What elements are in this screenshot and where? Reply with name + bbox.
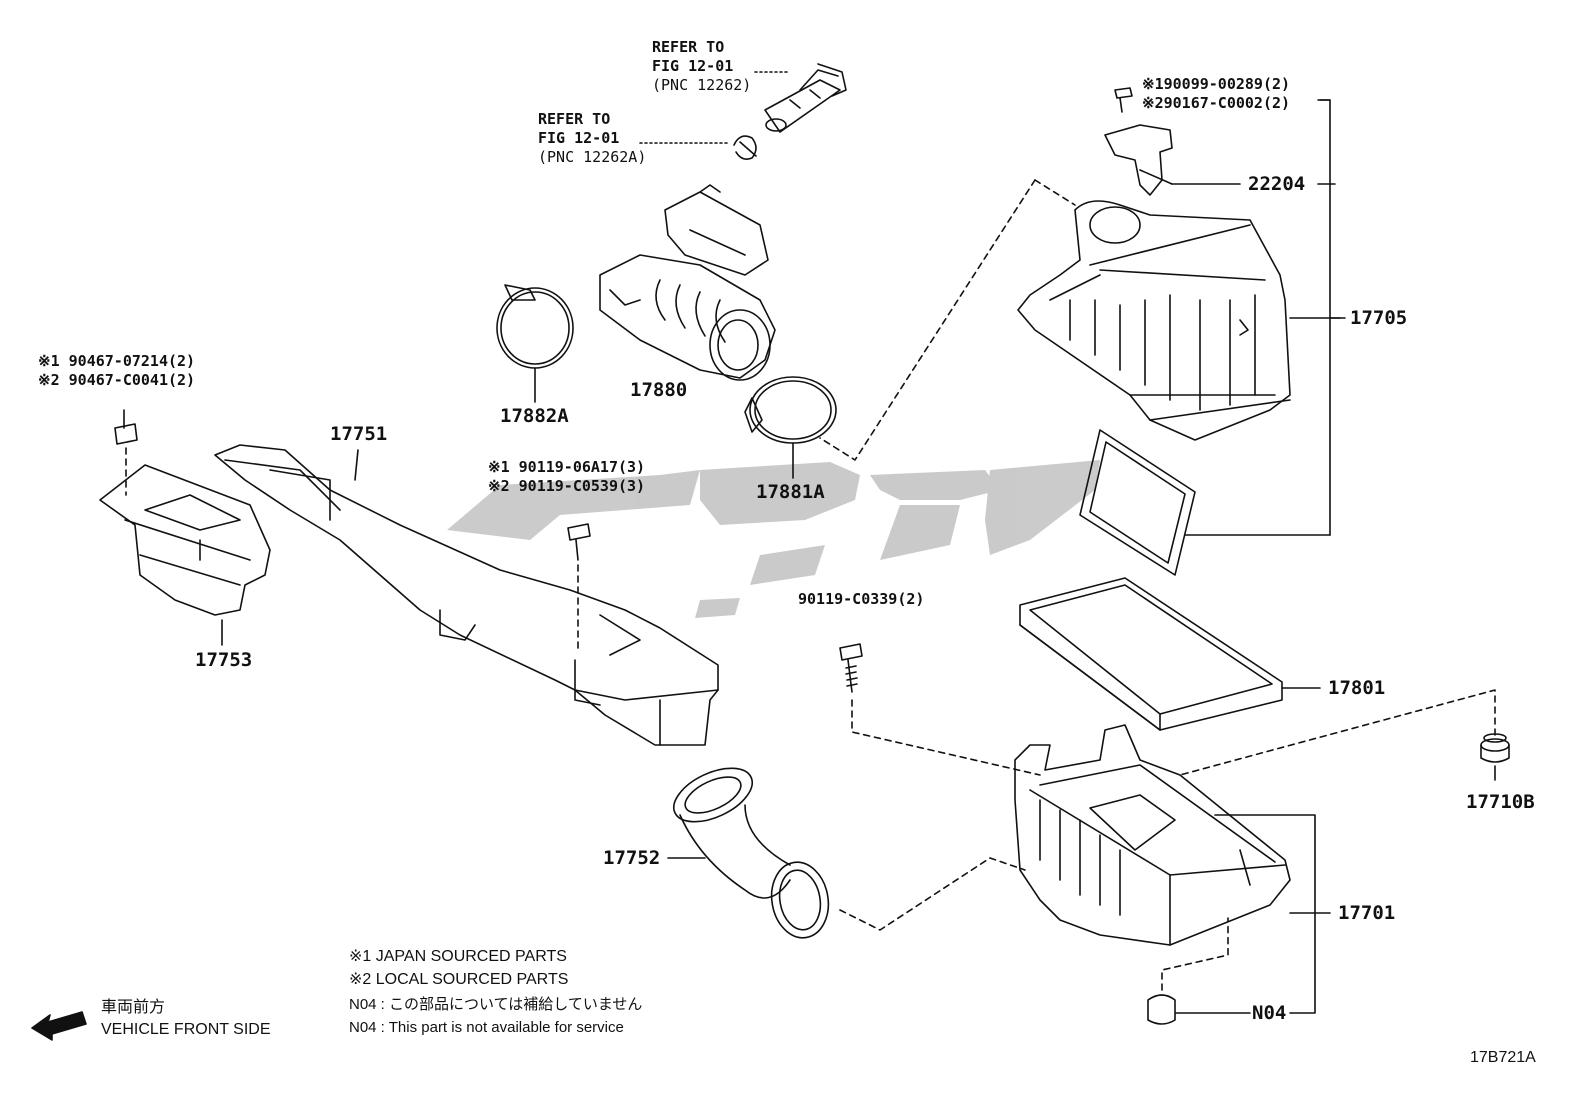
legend-local-sourced: ※2 LOCAL SOURCED PARTS (349, 971, 569, 988)
part-label-17801: 17801 (1328, 677, 1386, 699)
part-label-17701: 17701 (1338, 902, 1396, 924)
fastener-note-17753: ※1 90467-07214(2) ※2 90467-C0041(2) (38, 352, 196, 389)
front-arrow-icon (31, 1011, 87, 1041)
ref-12262A: REFER TO FIG 12-01 (PNC 12262A) (538, 110, 647, 166)
elbow-17752-drawing (673, 767, 830, 939)
legend-n04-en: N04 : This part is not available for ser… (349, 1019, 624, 1036)
clip-12262A-drawing (733, 135, 757, 160)
part-label-17710B: 17710B (1466, 791, 1535, 813)
fastener-note-17701: 90119-C0339(2) (798, 590, 925, 608)
bracket-17753-drawing (99, 464, 271, 616)
ref-12262: REFER TO FIG 12-01 (PNC 12262) (652, 38, 752, 94)
gasket-drawing (1079, 429, 1196, 576)
hose-12262-drawing (764, 63, 847, 133)
part-label-17880: 17880 (630, 379, 688, 401)
part-label-17882A: 17882A (500, 405, 569, 427)
bolt-17753-drawing (114, 409, 138, 445)
clamp-17882A-drawing (496, 284, 574, 403)
part-label-22204: 22204 (1248, 173, 1306, 195)
lower-case-17701-drawing (1014, 724, 1291, 946)
plug-17710B-drawing (1480, 733, 1510, 763)
duct-17751-drawing (214, 444, 719, 746)
watermark-logo (447, 460, 1100, 618)
part-label-17881A: 17881A (756, 481, 825, 503)
fastener-note-22204: ※190099-00289(2) ※290167-C0002(2) (1142, 75, 1291, 112)
bolt-90119-C0339-drawing (839, 643, 863, 693)
part-label-17753: 17753 (195, 649, 253, 671)
part-label-17705: 17705 (1350, 307, 1408, 329)
fastener-note-17751: ※1 90119-06A17(3) ※2 90119-C0539(3) (488, 458, 646, 495)
vehicle-front-label: 車両前方 VEHICLE FRONT SIDE (101, 999, 271, 1038)
part-label-17751: 17751 (330, 423, 388, 445)
legend: ※1 JAPAN SOURCED PARTS ※2 LOCAL SOURCED … (349, 947, 642, 1038)
bolt-22204-drawing (1114, 87, 1133, 113)
plug-N04-drawing (1147, 994, 1176, 1025)
part-label-N04: N04 (1252, 1002, 1287, 1024)
clamp-17881A-drawing (744, 376, 837, 479)
sensor-22204-drawing (1104, 124, 1173, 196)
part-label-17752: 17752 (603, 847, 661, 869)
filter-17801-drawing (1019, 577, 1283, 731)
figure-id: 17B721A (1470, 1049, 1536, 1066)
legend-n04-jp: N04 : この部品については補給していません (349, 996, 643, 1013)
bolt-17751-drawing (567, 523, 591, 561)
upper-case-17705-drawing (1017, 200, 1291, 441)
legend-japan-sourced: ※1 JAPAN SOURCED PARTS (349, 948, 567, 965)
air-hose-17880-drawing (599, 184, 776, 381)
